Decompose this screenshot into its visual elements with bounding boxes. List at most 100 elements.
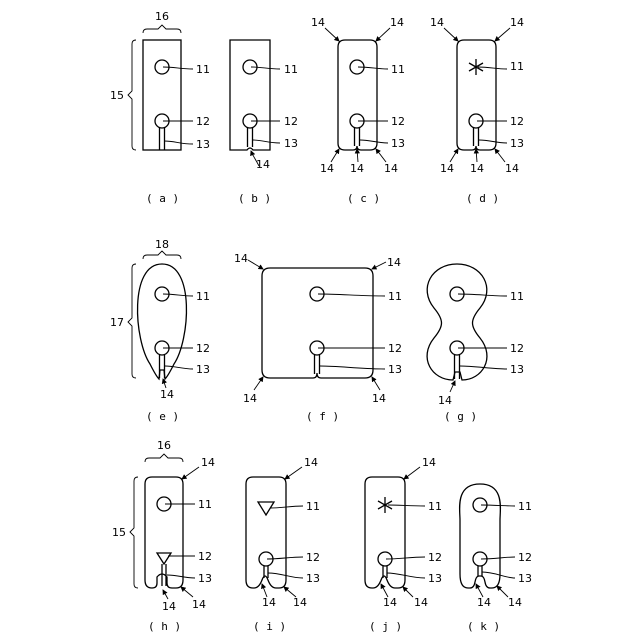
- slit-13: [474, 128, 479, 146]
- slit-13: [160, 355, 165, 378]
- dimension-brace-17: [128, 264, 136, 378]
- label-11: 11: [198, 498, 212, 511]
- label-14: 14: [201, 456, 215, 469]
- figure-f: 11 12 13 14 14 14 14 ( f ): [234, 252, 402, 423]
- triangle-hole-12: [157, 553, 171, 564]
- figure-h: 16 15 11 12 13 14 14 14 ( h ): [112, 439, 215, 633]
- leader-11: [388, 505, 425, 506]
- figure-g: 11 12 13 14 ( g ): [427, 264, 524, 423]
- label-14: 14: [192, 598, 206, 611]
- label-13: 13: [196, 138, 210, 151]
- tag-body: [143, 40, 181, 150]
- label-17: 17: [110, 316, 124, 329]
- leader-11: [163, 67, 193, 69]
- leader-14-top-left: [248, 260, 263, 269]
- caption-k: ( k ): [467, 620, 500, 633]
- label-15: 15: [110, 89, 124, 102]
- label-13: 13: [284, 137, 298, 150]
- leader-13: [360, 140, 388, 143]
- label-14: 14: [505, 162, 519, 175]
- leader-14: [450, 381, 455, 392]
- label-13: 13: [510, 137, 524, 150]
- slit-13: [478, 566, 482, 576]
- dimension-brace-16: [143, 25, 181, 33]
- tag-body: [230, 40, 270, 150]
- dimension-brace-15: [130, 477, 138, 588]
- caption-i: ( i ): [253, 620, 286, 633]
- leader-14-bottom-left: [163, 590, 168, 599]
- leader-14-bottom-left: [450, 149, 458, 162]
- tag-body: [246, 477, 286, 588]
- leader-14-bottom-left: [254, 377, 263, 390]
- label-13: 13: [510, 363, 524, 376]
- label-18: 18: [155, 238, 169, 251]
- label-13: 13: [391, 137, 405, 150]
- label-14: 14: [320, 162, 334, 175]
- label-12: 12: [198, 550, 212, 563]
- label-11: 11: [284, 63, 298, 76]
- caption-b: ( b ): [238, 192, 271, 205]
- dimension-brace-16: [145, 454, 183, 462]
- label-12: 12: [196, 115, 210, 128]
- label-14: 14: [304, 456, 318, 469]
- caption-g: ( g ): [444, 410, 477, 423]
- slit-13: [248, 128, 253, 147]
- label-14: 14: [390, 16, 404, 29]
- tag-body: [338, 40, 377, 150]
- figure-k: 11 12 13 14 14 ( k ): [460, 484, 532, 633]
- leader-14-top-right: [372, 262, 386, 269]
- label-11: 11: [428, 500, 442, 513]
- leader-13: [482, 572, 515, 578]
- leader-14-bottom-right: [403, 587, 413, 597]
- label-11: 11: [388, 290, 402, 303]
- slit-13: [160, 128, 165, 150]
- label-14: 14: [293, 596, 307, 609]
- label-14: 14: [508, 596, 522, 609]
- tag-body: [365, 477, 405, 588]
- label-14: 14: [510, 16, 524, 29]
- label-14: 14: [160, 388, 174, 401]
- leader-14-top-right: [404, 467, 420, 479]
- label-12: 12: [510, 115, 524, 128]
- label-14: 14: [372, 392, 386, 405]
- label-14: 14: [383, 596, 397, 609]
- leader-14-bottom-left: [331, 149, 339, 162]
- figure-a: 16 15 11 12 13 ( a ): [110, 10, 210, 205]
- label-16: 16: [157, 439, 171, 452]
- leader-13: [479, 140, 507, 143]
- label-11: 11: [196, 290, 210, 303]
- label-14: 14: [438, 394, 452, 407]
- label-14: 14: [477, 596, 491, 609]
- leader-14-top-right: [495, 28, 510, 41]
- leader-14-top-right: [285, 467, 302, 479]
- label-14: 14: [262, 596, 276, 609]
- leader-14-top-right: [376, 28, 390, 41]
- leader-13: [387, 573, 425, 578]
- label-12: 12: [196, 342, 210, 355]
- label-15: 15: [112, 526, 126, 539]
- label-13: 13: [196, 363, 210, 376]
- label-14: 14: [350, 162, 364, 175]
- leader-11: [478, 67, 507, 69]
- leader-13: [320, 366, 385, 369]
- caption-e: ( e ): [146, 410, 179, 423]
- leader-14-bottom-middle: [476, 149, 477, 162]
- triangle-hole-11: [258, 502, 274, 515]
- label-12: 12: [510, 342, 524, 355]
- label-13: 13: [388, 363, 402, 376]
- leader-14-top-left: [325, 28, 339, 41]
- leader-11: [358, 67, 388, 69]
- label-12: 12: [306, 551, 320, 564]
- caption-h: ( h ): [148, 620, 181, 633]
- dimension-brace-15: [128, 40, 136, 150]
- label-11: 11: [306, 500, 320, 513]
- label-13: 13: [198, 572, 212, 585]
- tag-body: [145, 477, 183, 588]
- leader-14-top-left: [444, 28, 458, 41]
- leader-14-bottom-right: [181, 587, 193, 597]
- tag-body-peanut: [427, 264, 487, 380]
- label-13: 13: [428, 572, 442, 585]
- leader-14-bottom-right: [372, 377, 380, 390]
- caption-d: ( d ): [466, 192, 499, 205]
- figure-b: 11 12 13 14 ( b ): [230, 40, 298, 205]
